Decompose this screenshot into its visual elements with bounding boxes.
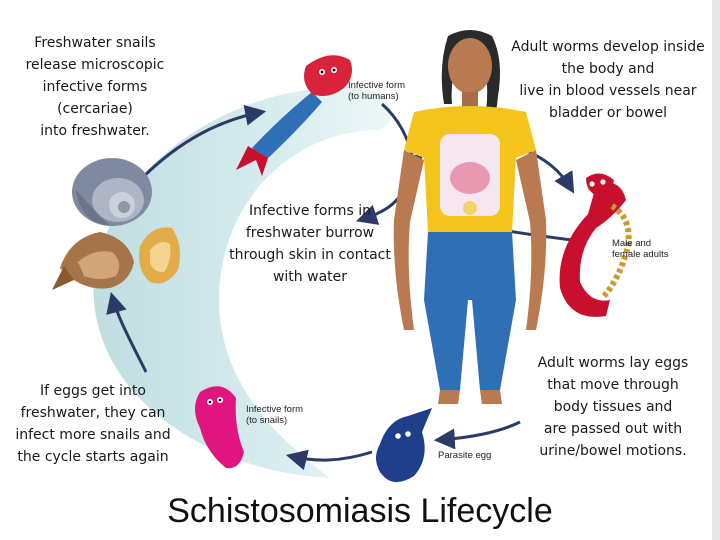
snail-brown — [52, 232, 134, 290]
stage-snail-release-text: Freshwater snails release microscopic in… — [25, 35, 165, 139]
diagram-title: Schistosomiasis Lifecycle — [167, 492, 553, 530]
arrow-human-to-egg — [433, 420, 521, 450]
miracidium-illustration — [195, 386, 244, 469]
stage-eggs-passed-text: Adult worms lay eggs that move through b… — [537, 355, 689, 459]
adult-worms-illustration — [559, 173, 632, 317]
arrow-snail-to-cercaria — [138, 104, 267, 182]
label-male-female-adults: Male and female adults — [612, 238, 669, 260]
arrow-miracidium-to-snail — [106, 291, 148, 373]
label-infective-form-humans: Infective form (to humans) — [348, 80, 406, 102]
stage-adult-worms-text: Adult worms develop inside the body and … — [511, 39, 705, 121]
label-parasite-egg: Parasite egg — [438, 450, 492, 461]
cercaria-illustration — [236, 55, 352, 176]
arrow-egg-to-miracidium — [285, 449, 373, 471]
snail-yellow — [139, 227, 180, 284]
snail-grey — [72, 158, 152, 226]
right-panel-shade — [712, 0, 720, 540]
label-infective-form-snails: Infective form (to snails) — [246, 404, 304, 426]
human-figure — [393, 30, 547, 404]
parasite-egg-illustration — [376, 408, 432, 483]
cycle-band — [93, 87, 392, 478]
stage-eggs-water-text: If eggs get into freshwater, they can in… — [15, 383, 171, 465]
stage-burrow-text: Infective forms in freshwater burrow thr… — [229, 203, 391, 285]
